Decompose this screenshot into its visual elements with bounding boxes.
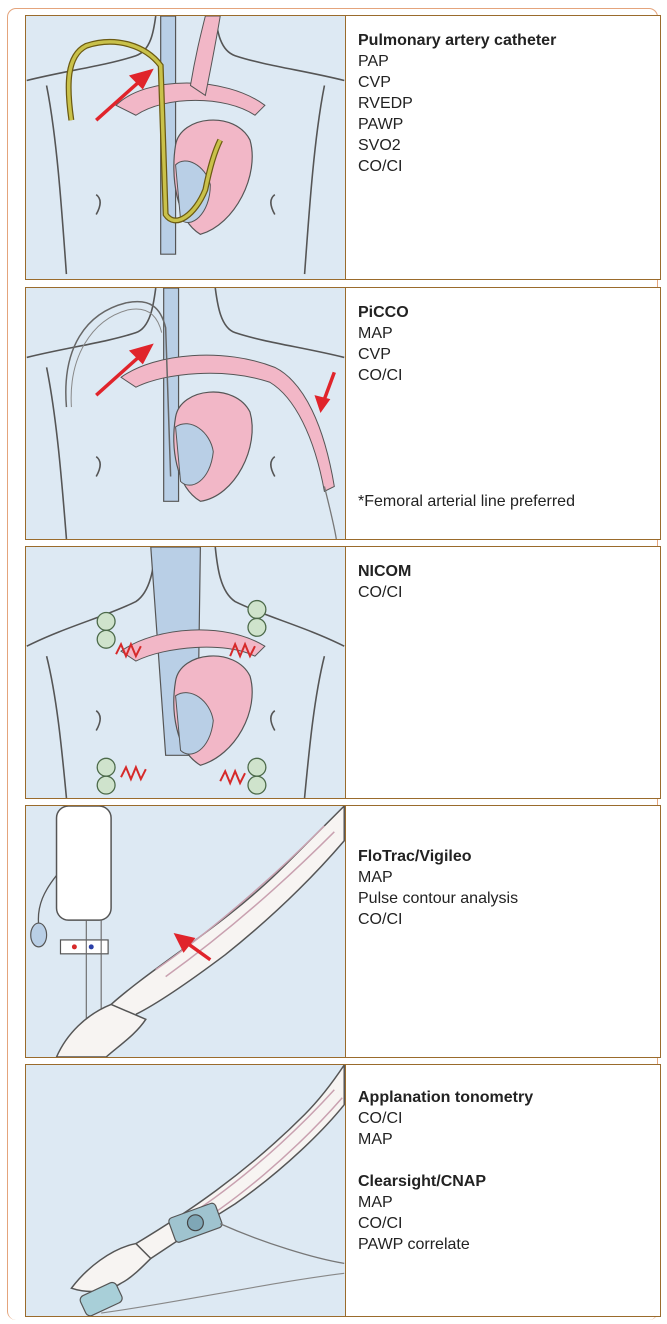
panel-title: Pulmonary artery catheter (358, 30, 652, 51)
measure-item: RVEDP (358, 93, 652, 114)
measure-item: CO/CI (358, 1108, 652, 1129)
panel-title: NICOM (358, 561, 652, 582)
measure-item: PAWP (358, 114, 652, 135)
pa-catheter-text: Pulmonary artery catheter PAP CVP RVEDP … (358, 30, 652, 177)
picco-text: PiCCO MAP CVP CO/CI (358, 302, 652, 386)
panel-nicom: NICOM CO/CI (25, 546, 661, 799)
flotrac-text: FloTrac/Vigileo MAP Pulse contour analys… (358, 846, 652, 930)
measure-item: Pulse contour analysis (358, 888, 652, 909)
measure-item: CO/CI (358, 582, 652, 603)
measure-item: CVP (358, 344, 652, 365)
panel-subtitle: Clearsight/CNAP (358, 1171, 652, 1192)
measure-item: MAP (358, 323, 652, 344)
measure-item: MAP (358, 1129, 652, 1150)
nicom-illustration (26, 547, 346, 798)
panel-picco: PiCCO MAP CVP CO/CI *Femoral arterial li… (25, 287, 661, 540)
measure-item: PAWP correlate (358, 1234, 652, 1255)
panel-title: Applanation tonometry (358, 1087, 652, 1108)
measure-item: PAP (358, 51, 652, 72)
panel-pulmonary-artery-catheter: Pulmonary artery catheter PAP CVP RVEDP … (25, 15, 661, 280)
measure-item: CO/CI (358, 909, 652, 930)
panel-flotrac-vigileo: FloTrac/Vigileo MAP Pulse contour analys… (25, 805, 661, 1058)
panel-title: FloTrac/Vigileo (358, 846, 652, 867)
measure-item: SVO2 (358, 135, 652, 156)
flotrac-illustration (26, 806, 346, 1057)
nicom-text: NICOM CO/CI (358, 561, 652, 603)
panel-title: PiCCO (358, 302, 652, 323)
measure-item: CO/CI (358, 365, 652, 386)
measure-item: MAP (358, 1192, 652, 1213)
measure-item: MAP (358, 867, 652, 888)
tonometry-illustration (26, 1065, 346, 1316)
pa-catheter-illustration (26, 16, 346, 279)
measure-item: CO/CI (358, 1213, 652, 1234)
picco-note: *Femoral arterial line preferred (358, 493, 575, 511)
tonometry-text: Applanation tonometry CO/CI MAP Clearsig… (358, 1087, 652, 1255)
measure-item: CVP (358, 72, 652, 93)
picco-illustration (26, 288, 346, 539)
panel-applanation-clearsight: Applanation tonometry CO/CI MAP Clearsig… (25, 1064, 661, 1317)
measure-item: CO/CI (358, 156, 652, 177)
